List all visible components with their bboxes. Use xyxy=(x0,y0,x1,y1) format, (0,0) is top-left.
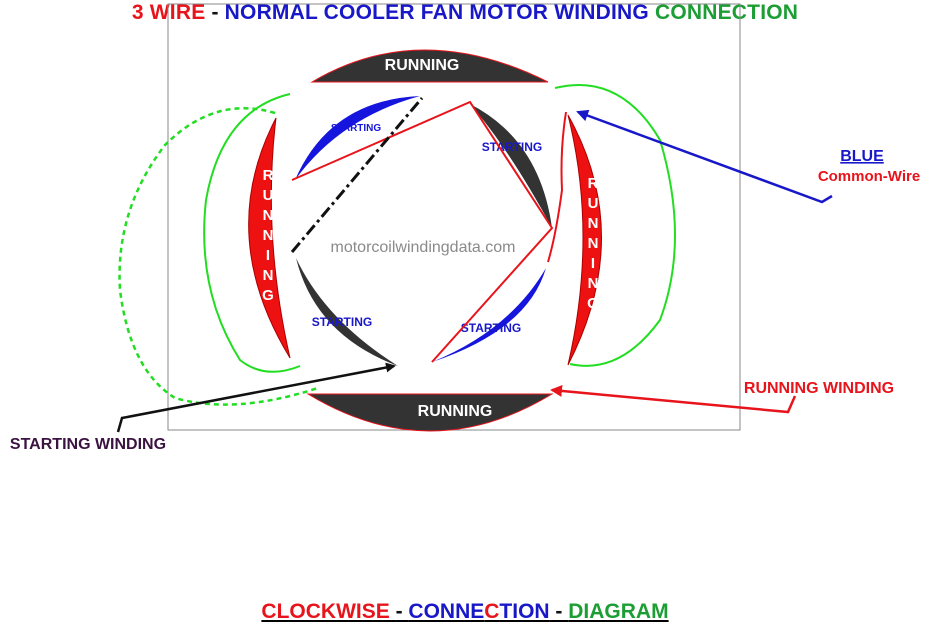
running-connection-wire xyxy=(291,100,554,363)
running-pole-bottom xyxy=(306,393,554,432)
starting-pole-top-left xyxy=(295,96,420,180)
starting-pole-bottom-right xyxy=(432,268,546,362)
blue-label: BLUE xyxy=(840,148,884,165)
right-green-wire xyxy=(554,84,676,367)
running-winding-arrow xyxy=(550,384,797,414)
footer-separator-2: - xyxy=(549,600,569,623)
starting-dotted-wire xyxy=(118,107,319,406)
starting-winding-arrow xyxy=(116,362,396,433)
starting-pole-bottom-right-label: STARTING xyxy=(461,321,521,335)
running-pole-top xyxy=(310,49,549,83)
left-green-wire xyxy=(203,93,301,373)
title-part-motor: NORMAL COOLER FAN MOTOR WINDING xyxy=(224,1,649,24)
running-pole-left xyxy=(248,117,291,359)
starting-connection-wire xyxy=(290,97,424,253)
footer-c: C xyxy=(484,600,500,623)
footer-tion: TION xyxy=(499,600,550,623)
starting-pole-top-left-label: STARTING xyxy=(331,123,382,134)
title-separator: - xyxy=(205,1,225,24)
footer-separator: - xyxy=(395,600,409,623)
common-wire-label: Common-Wire xyxy=(818,168,920,185)
footer-conne: CONNE xyxy=(408,600,485,623)
running-pole-bottom-label: RUNNING xyxy=(418,403,493,420)
footer-clockwise: CLOCKWISE xyxy=(261,600,396,623)
starting-winding-label: STARTING WINDING xyxy=(10,436,166,453)
running-winding-label: RUNNING WINDING xyxy=(744,380,894,397)
footer-caption: CLOCKWISE - CONNECTION - DIAGRAM xyxy=(0,600,930,624)
footer-diagram: DIAGRAM xyxy=(568,600,669,623)
starting-pole-top-right-label: STARTING xyxy=(482,140,542,154)
page-title: 3 WIRE - NORMAL COOLER FAN MOTOR WINDING… xyxy=(0,1,930,25)
watermark: motorcoilwindingdata.com xyxy=(331,239,516,256)
blue-common-arrow xyxy=(576,109,833,204)
starting-pole-bottom-left xyxy=(296,258,398,366)
running-pole-top-label: RUNNING xyxy=(385,57,460,74)
title-part-wire: 3 WIRE xyxy=(131,1,206,24)
starting-pole-bottom-left-label: STARTING xyxy=(312,315,372,329)
running-pole-right xyxy=(567,114,602,366)
common-wire-red xyxy=(547,111,567,263)
title-part-connection: CONNECTION xyxy=(654,1,799,24)
